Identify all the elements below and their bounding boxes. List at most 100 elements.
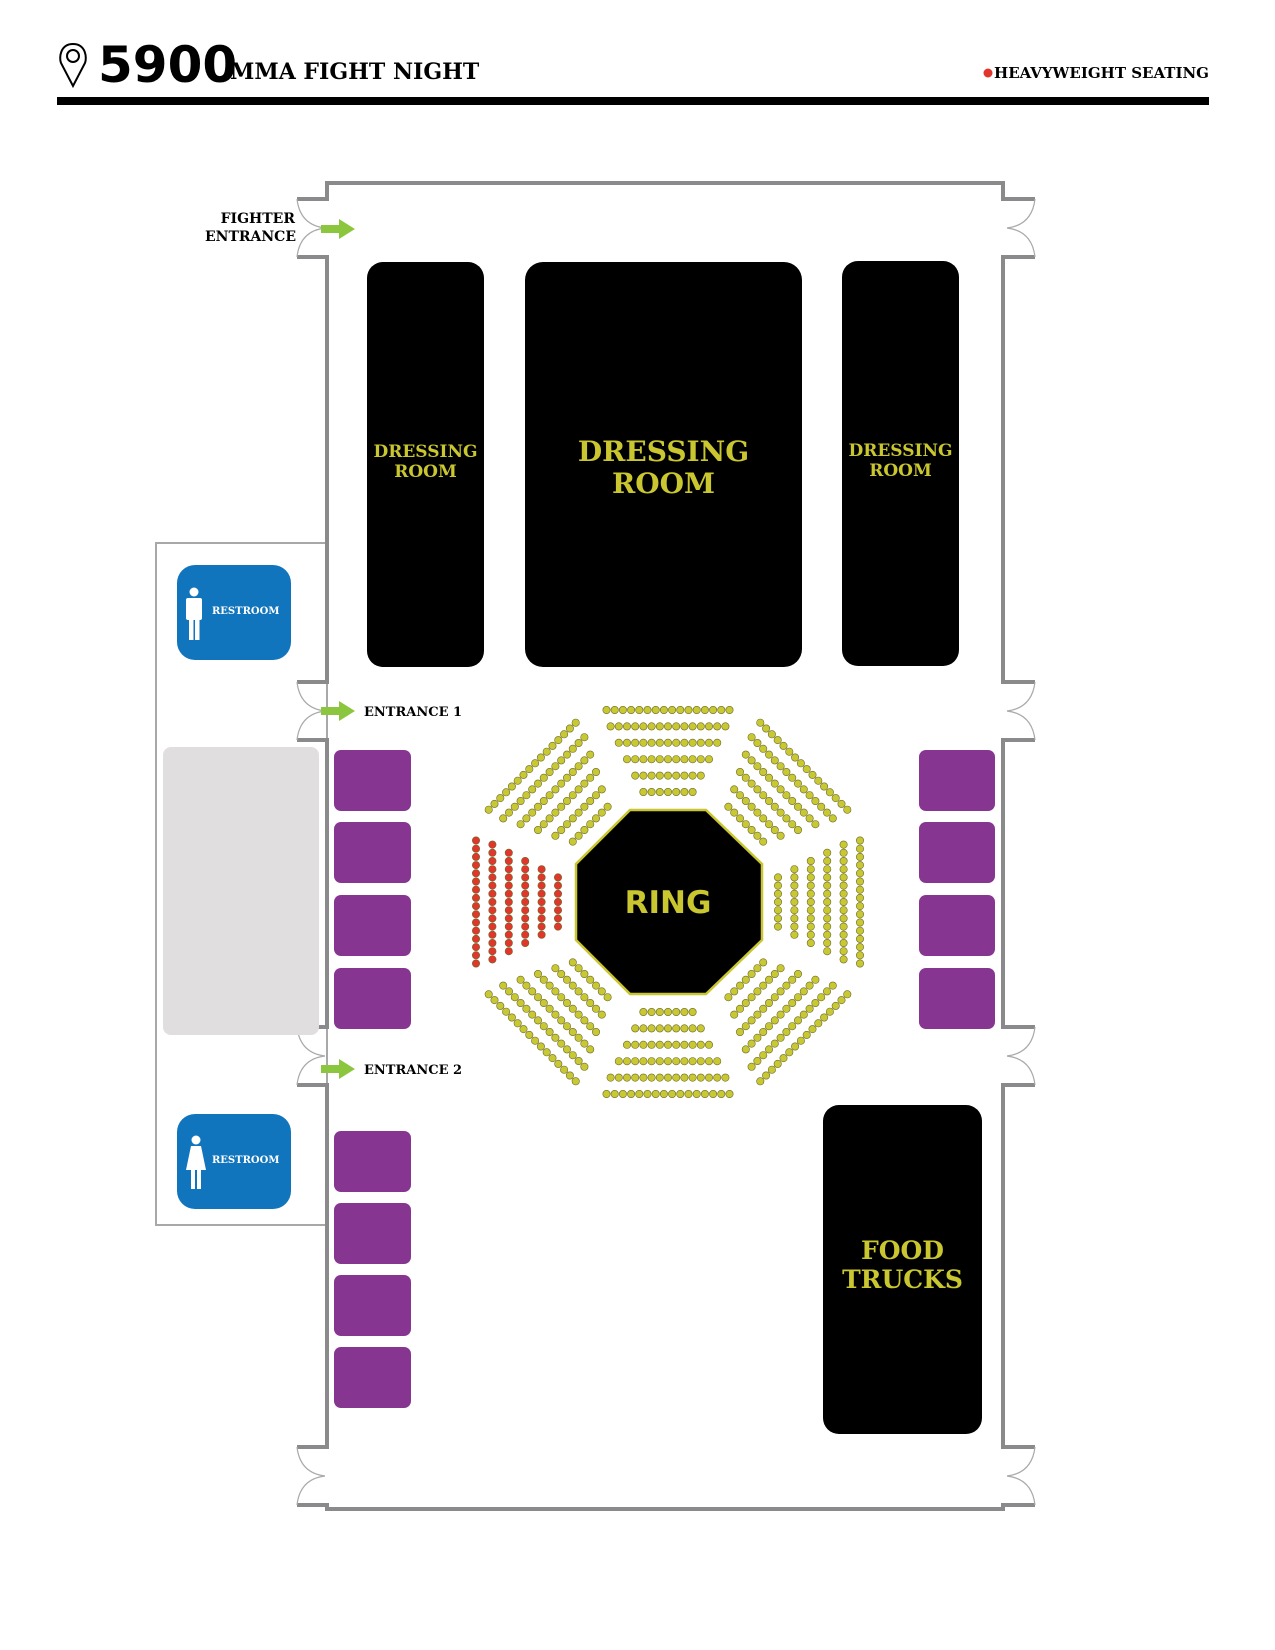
seat[interactable] [770,1016,779,1025]
seat[interactable] [533,969,542,978]
seat[interactable] [747,802,756,811]
seat[interactable] [811,796,820,805]
seat[interactable] [504,856,513,865]
seat[interactable] [606,1073,615,1082]
seat[interactable] [586,998,595,1007]
seat[interactable] [651,1090,660,1099]
seat[interactable] [574,831,583,840]
seat[interactable] [855,951,864,960]
seat[interactable] [668,1090,677,1099]
seat[interactable] [655,1024,664,1033]
seat[interactable] [713,1073,722,1082]
seat[interactable] [545,814,554,823]
seat[interactable] [580,756,589,765]
seat[interactable] [741,820,750,829]
seat[interactable] [471,836,480,845]
seat[interactable] [855,893,864,902]
seat[interactable] [672,738,681,747]
seat[interactable] [586,750,595,759]
seat[interactable] [521,914,530,923]
seat[interactable] [580,1016,589,1025]
seat[interactable] [684,705,693,714]
seat[interactable] [709,705,718,714]
seat[interactable] [647,1024,656,1033]
seat[interactable] [557,756,566,765]
seat[interactable] [522,981,531,990]
seat[interactable] [688,1073,697,1082]
seat[interactable] [741,1045,750,1054]
seat[interactable] [499,981,508,990]
seat[interactable] [536,753,545,762]
seat[interactable] [839,922,848,931]
seat[interactable] [568,814,577,823]
seat[interactable] [521,889,530,898]
seat[interactable] [562,796,571,805]
seat[interactable] [805,1004,814,1013]
seat[interactable] [730,785,739,794]
seat[interactable] [522,814,531,823]
seat[interactable] [560,1065,569,1074]
seat[interactable] [770,756,779,765]
seat[interactable] [802,765,811,774]
seat[interactable] [471,918,480,927]
seat[interactable] [855,885,864,894]
vendor-booth[interactable] [334,1275,411,1336]
seat[interactable] [496,1001,505,1010]
seat[interactable] [820,782,829,791]
seat[interactable] [776,831,785,840]
seat[interactable] [471,910,480,919]
seat[interactable] [568,744,577,753]
seat[interactable] [730,808,739,817]
seat[interactable] [545,791,554,800]
seat[interactable] [764,796,773,805]
seating-section-bottom-left[interactable] [484,958,612,1086]
seat[interactable] [510,802,519,811]
seat[interactable] [488,938,497,947]
seat[interactable] [553,922,562,931]
seat[interactable] [790,922,799,931]
seat[interactable] [764,773,773,782]
seat[interactable] [586,773,595,782]
seat[interactable] [770,1039,779,1048]
seating-section-left[interactable] [471,836,562,968]
seat[interactable] [704,755,713,764]
seat[interactable] [779,1054,788,1063]
seat[interactable] [580,1039,589,1048]
seat[interactable] [521,873,530,882]
seat[interactable] [580,993,589,1002]
seat[interactable] [762,724,771,733]
seat[interactable] [545,1028,554,1037]
seat[interactable] [655,771,664,780]
seat[interactable] [655,787,664,796]
seat[interactable] [622,1040,631,1049]
seat[interactable] [747,1062,756,1071]
seat[interactable] [759,1051,768,1060]
seat[interactable] [504,906,513,915]
seat[interactable] [521,930,530,939]
seat[interactable] [773,889,782,898]
seat[interactable] [753,808,762,817]
seat[interactable] [551,964,560,973]
seat[interactable] [788,975,797,984]
seat[interactable] [724,802,733,811]
seat[interactable] [504,922,513,931]
seat[interactable] [521,881,530,890]
seat[interactable] [631,722,640,731]
seat[interactable] [504,865,513,874]
seat[interactable] [622,1057,631,1066]
seat[interactable] [806,865,815,874]
seat[interactable] [516,796,525,805]
seat[interactable] [747,969,756,978]
seat[interactable] [704,1057,713,1066]
seat[interactable] [557,1016,566,1025]
seat[interactable] [602,1090,611,1099]
seat[interactable] [553,906,562,915]
seat[interactable] [704,738,713,747]
seat[interactable] [808,1025,817,1034]
seat[interactable] [814,1019,823,1028]
seat[interactable] [805,791,814,800]
seat[interactable] [580,969,589,978]
seat[interactable] [522,791,531,800]
seat[interactable] [537,897,546,906]
seat[interactable] [741,998,750,1007]
